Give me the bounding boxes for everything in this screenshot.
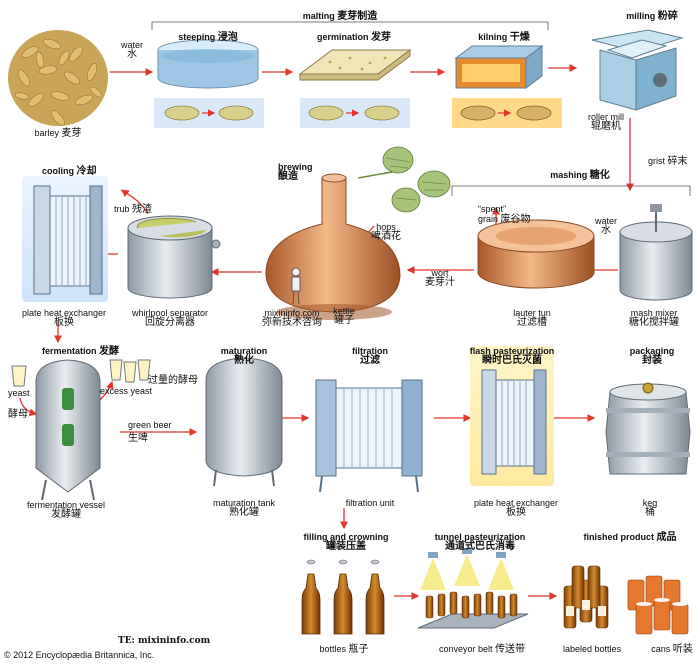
- lauter-tun-vessel: [477, 219, 595, 289]
- stage-germination: germination 发芽: [316, 32, 392, 43]
- excess-yeast-glasses: [109, 359, 151, 383]
- label-cans: cans 听装: [651, 644, 693, 655]
- fermentation-vessel-tank: [35, 359, 101, 501]
- tunnel-pasteurization-sprays: [420, 548, 514, 590]
- label-trub: trub 残渣: [114, 204, 153, 215]
- label-bottles: bottles 瓶子: [319, 644, 369, 655]
- cooling-plate-heat-exchanger: [33, 185, 103, 295]
- labeled-bottles-group: [563, 565, 609, 629]
- stage-mashing: mashing 糖化: [550, 170, 610, 181]
- malting-bracket: [151, 21, 549, 30]
- copyright: © 2012 Encyclopædia Britannica, Inc.: [4, 650, 155, 660]
- maturation-tank-vessel: [205, 357, 283, 487]
- hops-illustration: [357, 146, 451, 213]
- label-labeled-bottles: labeled bottles: [562, 644, 622, 654]
- steeping-tank: [157, 39, 259, 89]
- germination-tray: [298, 49, 412, 81]
- roller-mill-machine: [591, 29, 684, 111]
- conveyor-belt: [417, 591, 529, 629]
- arrow-excess-yeast: [99, 380, 114, 401]
- stage-steeping: steeping 浸泡: [178, 32, 238, 43]
- stage-kilning: kilning 干燥: [478, 32, 530, 43]
- stage-milling: milling 粉碎: [626, 11, 678, 22]
- keg-container: [605, 382, 691, 475]
- label-barley: barley 麦芽: [34, 128, 82, 139]
- label-spent-grain: “spent”grain 废谷物: [478, 204, 531, 225]
- watermark-te: TE: mixininfo.com: [118, 636, 211, 646]
- filtration-unit-machine: [315, 379, 423, 493]
- mashing-bracket: [451, 185, 691, 196]
- cans-group: [627, 575, 689, 635]
- arrow-yeast-in: [19, 397, 38, 417]
- brew-kettle: [265, 173, 401, 320]
- arrow-trub: [120, 189, 149, 215]
- label-conveyor-belt: conveyor belt 传送带: [438, 644, 526, 655]
- whirlpool-separator-tank: [127, 215, 221, 299]
- mash-mixer-tank: [619, 204, 693, 301]
- stage-fermentation: fermentation 发酵: [42, 346, 120, 357]
- barley-illustration: [8, 30, 108, 126]
- label-grist: grist 碎末: [648, 156, 688, 167]
- stage-cooling: cooling 冷却: [42, 166, 97, 177]
- label-filtration-unit: filtration unit: [345, 498, 395, 508]
- yeast-glass: [11, 365, 27, 387]
- filled-bottles: [301, 573, 385, 635]
- person-figure: [291, 267, 301, 305]
- stage-malting: malting 麦芽制造: [302, 11, 378, 22]
- steeping-grain-closeup: [164, 105, 254, 121]
- kilning-kiln: [454, 45, 544, 89]
- stage-finished-product: finished product 成品: [583, 532, 677, 543]
- flash-plate-heat-exchanger: [481, 369, 547, 475]
